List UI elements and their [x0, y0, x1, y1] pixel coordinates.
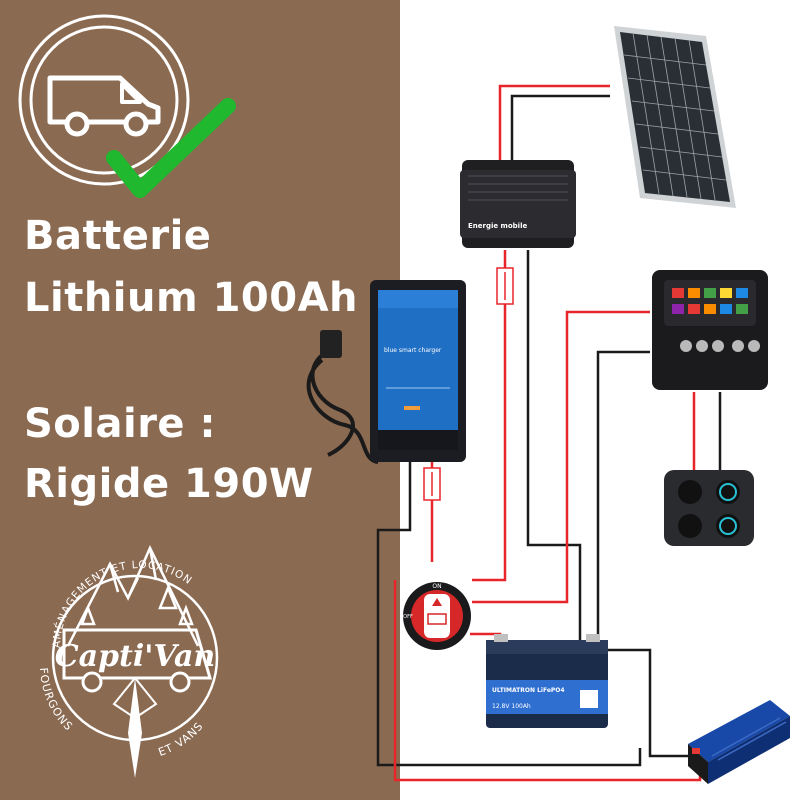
fuse-icon: [423, 267, 514, 501]
battery-charger-icon: blue smart charger: [306, 280, 466, 464]
wire-fusebox-switch-red: [472, 310, 650, 604]
switch-off-label: OFF: [403, 614, 413, 620]
lithium-battery-icon: ULTIMATRON LiFePO4 12.8V 100Ah: [486, 634, 608, 728]
wire-battery-inverter-black: [600, 648, 690, 758]
wire-charger-battery-black: [376, 462, 642, 767]
mppt-brand: Energie mobile: [468, 222, 527, 230]
battery-switch-icon: ON OFF: [403, 582, 471, 650]
inverter-icon: [688, 700, 790, 784]
captivan-logo: Capti'Van AMÉNAGEMENT ET LOCATION FOURGO…: [37, 545, 219, 778]
battery-title-line2: Lithium 100Ah: [24, 275, 359, 321]
battery-spec: 12.8V 100Ah: [492, 703, 531, 710]
compass-icon: [112, 676, 158, 778]
wire-fusebox-battery-black: [596, 350, 650, 640]
wire-mppt-switch-red: [472, 250, 507, 582]
checkmark-icon: [106, 98, 236, 198]
solar-title-line1: Solaire :: [24, 401, 216, 447]
van-icon: [18, 14, 190, 186]
wires: [376, 84, 722, 782]
charger-label: blue smart charger: [384, 347, 442, 354]
usb-socket-panel-icon: [664, 470, 754, 546]
van-badge: [18, 14, 236, 198]
battery-title-line1: Batterie: [24, 213, 212, 259]
wire-solar-mppt-black: [510, 94, 610, 160]
logo-brand: Capti'Van: [55, 639, 216, 674]
wire-mppt-battery-black: [526, 250, 582, 640]
mppt-controller-icon: Energie mobile: [460, 160, 576, 248]
logo-van-icon: [62, 628, 212, 693]
solar-title-line2: Rigide 190W: [24, 461, 314, 507]
fuse-box-icon: [652, 270, 768, 390]
switch-on-label: ON: [432, 583, 441, 590]
battery-label: ULTIMATRON LiFePO4: [492, 687, 565, 694]
wire-solar-mppt-red: [498, 84, 610, 160]
solar-panel-icon: [614, 26, 736, 208]
